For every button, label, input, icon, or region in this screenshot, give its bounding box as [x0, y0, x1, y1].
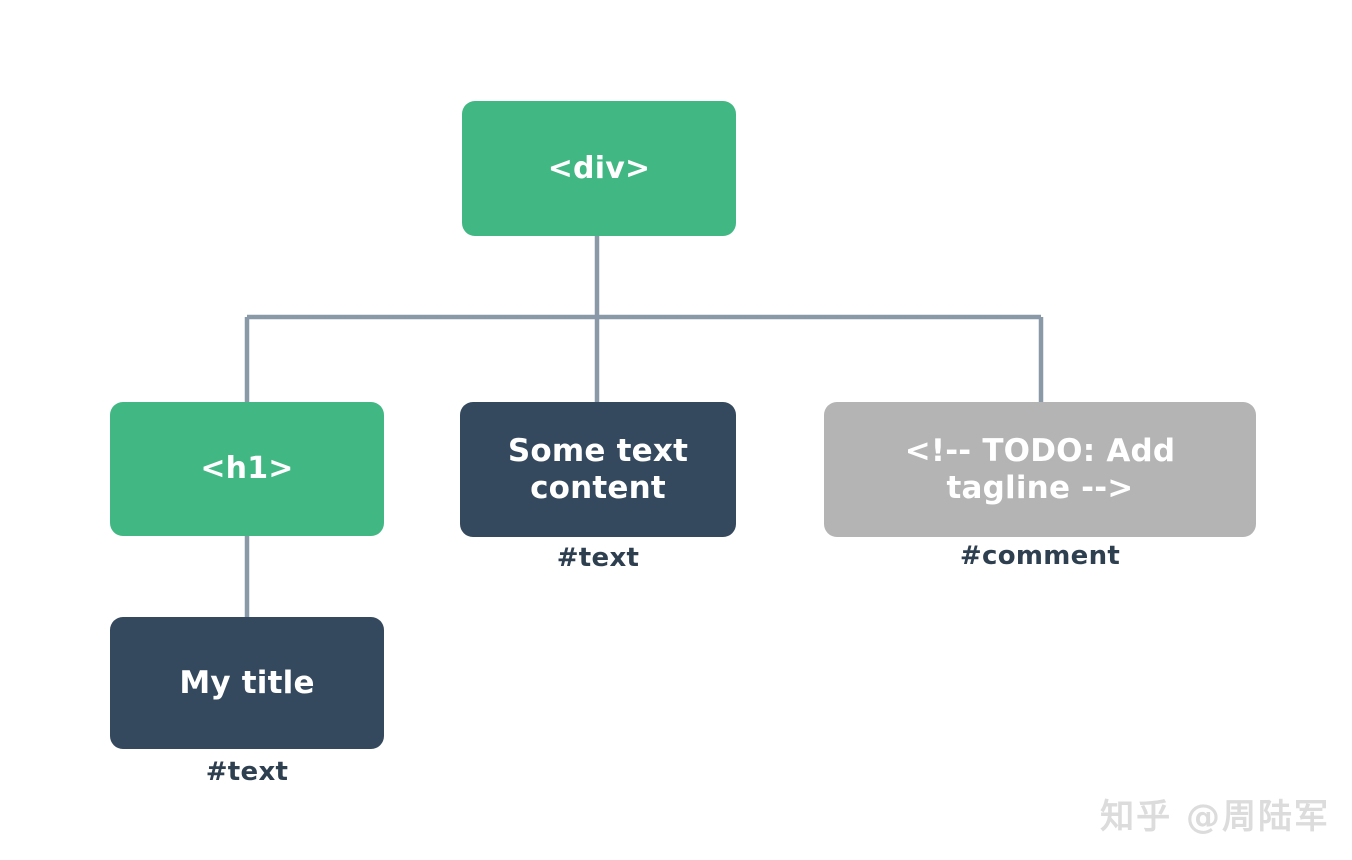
node-h1[interactable]: <h1> — [110, 402, 384, 536]
node-comment-todo-content: <!-- TODO: Add tagline --> — [904, 432, 1176, 506]
watermark: 知乎 @周陆军 — [1100, 797, 1330, 837]
node-comment-todo[interactable]: <!-- TODO: Add tagline --> — [824, 402, 1256, 537]
node-div[interactable]: <div> — [462, 101, 736, 236]
node-comment-todo-label: #comment — [959, 541, 1121, 571]
node-h1-text: <h1> — [200, 451, 294, 487]
node-div-text: <div> — [547, 150, 651, 186]
node-some-text[interactable]: Some text content — [460, 402, 736, 537]
node-some-text-content: Some text content — [507, 432, 689, 506]
node-my-title[interactable]: My title — [110, 617, 384, 749]
node-some-text-label: #text — [556, 543, 640, 573]
node-my-title-content: My title — [179, 664, 315, 701]
node-my-title-label: #text — [205, 757, 289, 787]
